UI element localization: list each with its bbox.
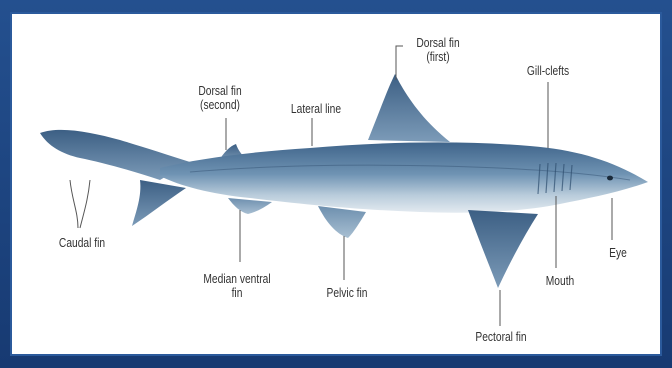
label-median-ventral-fin: Median ventral fin: [184, 272, 291, 300]
caudal-fin-lower: [132, 180, 186, 226]
label-dorsal-fin-second: Dorsal fin (second): [187, 84, 253, 112]
first-dorsal-fin: [368, 74, 450, 142]
label-eye: Eye: [593, 246, 642, 260]
label-dorsal-fin-first: Dorsal fin (first): [405, 36, 471, 64]
label-pectoral-fin: Pectoral fin: [456, 330, 546, 344]
label-gill-clefts: Gill-clefts: [507, 64, 589, 78]
label-caudal-fin: Caudal fin: [41, 236, 123, 250]
pelvic-fin: [318, 206, 366, 238]
label-mouth: Mouth: [527, 274, 593, 288]
label-pelvic-fin: Pelvic fin: [310, 286, 384, 300]
eye: [607, 176, 613, 181]
label-lateral-line: Lateral line: [275, 102, 357, 116]
median-ventral-fin: [228, 198, 272, 214]
